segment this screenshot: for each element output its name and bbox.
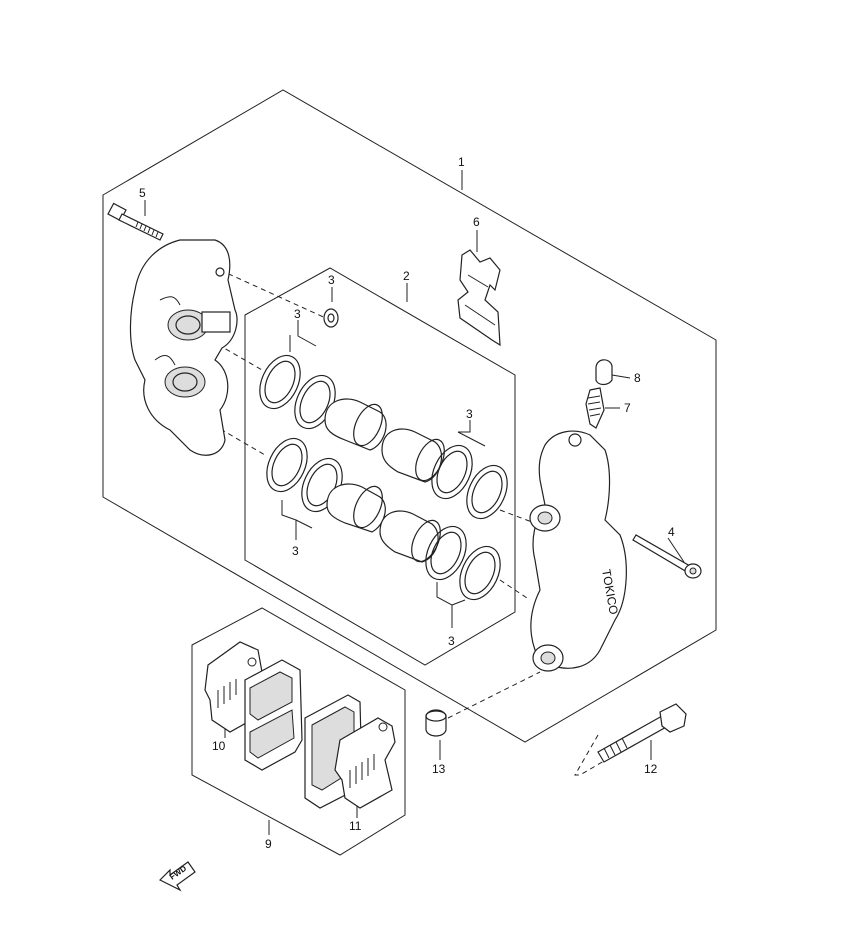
pad-shim-11: [334, 717, 396, 809]
callout-3: 3: [466, 407, 473, 421]
caliper-right-half: TOKICO: [529, 430, 627, 672]
pad-spring-6: [457, 249, 501, 347]
callout-9: 9: [265, 837, 272, 851]
callout-3: 3: [292, 544, 299, 558]
bleeder-valve-7: [585, 387, 605, 429]
caliper-left-half: [129, 239, 238, 456]
group-2-outline: [244, 267, 516, 666]
callout-7: 7: [624, 401, 631, 415]
callout-5: 5: [139, 186, 146, 200]
brake-pad-left: [244, 659, 303, 771]
callout-labels: 1 2 3 3 3 3 3 4 5 6 7 8 9 10 11 12 13: [139, 155, 675, 851]
callout-6: 6: [473, 215, 480, 229]
bleeder-cap-8: [595, 359, 613, 386]
pad-pin-4: [632, 534, 702, 579]
mounting-bolt-12: [597, 703, 687, 763]
callout-8: 8: [634, 371, 641, 385]
callout-10: 10: [212, 739, 226, 753]
sleeve-13: [425, 709, 447, 737]
callout-12: 12: [644, 762, 658, 776]
callout-3: 3: [328, 273, 335, 287]
piston-seals-and-pistons: [259, 354, 508, 601]
group-1-outline: [102, 89, 717, 743]
callout-3: 3: [448, 634, 455, 648]
callout-11: 11: [349, 819, 362, 833]
leader-lines: [144, 170, 685, 835]
washer-3: [323, 308, 339, 328]
bolt-5: [107, 202, 164, 241]
callout-13: 13: [432, 762, 446, 776]
callout-3: 3: [294, 307, 301, 321]
callout-1: 1: [458, 155, 465, 169]
callout-4: 4: [668, 525, 675, 539]
fwd-arrow-icon: FWD: [158, 861, 196, 892]
group-9-outline: [191, 607, 406, 856]
callout-2: 2: [403, 269, 410, 283]
